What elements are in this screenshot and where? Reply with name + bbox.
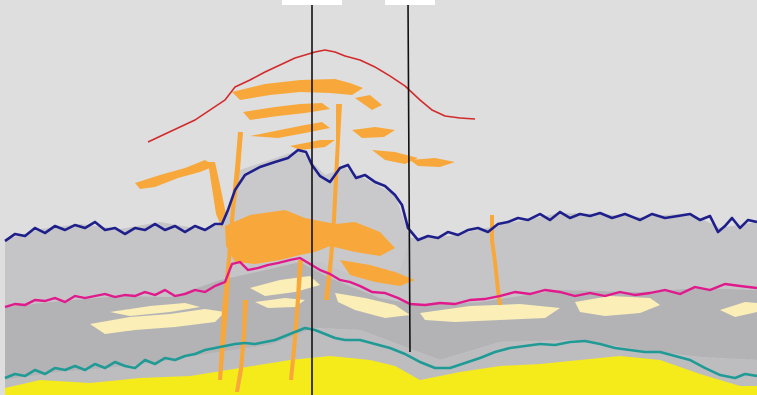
orange-body bbox=[218, 132, 243, 380]
navy-horizon-line bbox=[4, 148, 757, 243]
magenta-horizon-line bbox=[4, 256, 757, 309]
orange-body bbox=[208, 162, 226, 228]
orange-body bbox=[352, 127, 395, 138]
orange-body bbox=[289, 260, 303, 380]
orange-body bbox=[235, 300, 248, 392]
cream-lens bbox=[255, 298, 305, 308]
cream-lens bbox=[250, 276, 320, 296]
orange-body bbox=[324, 104, 342, 300]
orange-body bbox=[243, 103, 330, 120]
orange-body bbox=[490, 215, 502, 305]
top-notch-left bbox=[282, 0, 342, 5]
orange-body bbox=[340, 260, 415, 286]
cream-lens bbox=[110, 303, 200, 316]
orange-body bbox=[372, 150, 418, 164]
orange-bodies bbox=[135, 79, 502, 392]
yellow-basal-layer bbox=[5, 356, 757, 395]
orange-body bbox=[410, 158, 455, 167]
red-horizon-line bbox=[147, 49, 476, 143]
cream-lens bbox=[575, 296, 660, 316]
orange-body bbox=[250, 122, 330, 138]
orange-body bbox=[135, 160, 215, 189]
well-line-right bbox=[407, 0, 411, 353]
orange-body bbox=[355, 95, 382, 110]
cream-lenses bbox=[90, 276, 757, 334]
cream-lens bbox=[420, 304, 560, 322]
cream-lens bbox=[335, 293, 410, 318]
top-notch-right bbox=[385, 0, 435, 5]
cream-lens bbox=[90, 309, 225, 334]
teal-horizon-line bbox=[4, 326, 757, 380]
orange-body bbox=[225, 210, 395, 264]
cream-lens bbox=[720, 302, 757, 317]
orange-body bbox=[232, 79, 363, 100]
